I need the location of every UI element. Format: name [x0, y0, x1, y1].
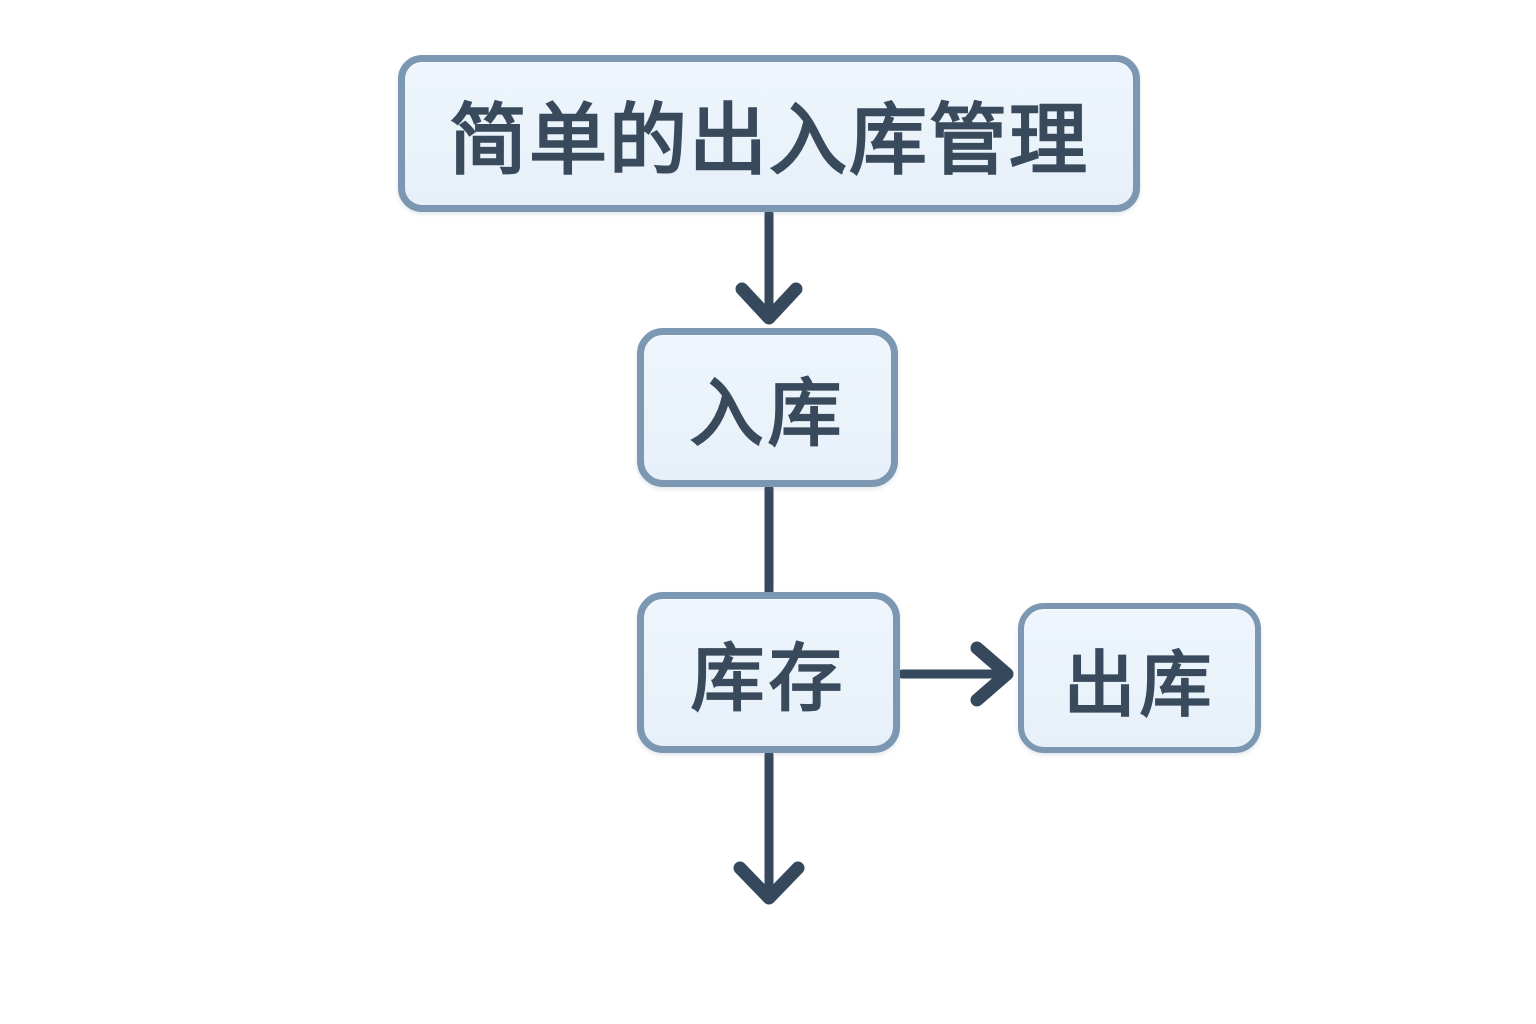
node-stock-label: 库存	[690, 636, 847, 722]
arrowhead-right-icon	[970, 641, 1014, 707]
node-outbound: 出库	[1018, 603, 1261, 753]
node-inbound: 入库	[637, 328, 898, 487]
node-title-label: 简单的出入库管理	[448, 95, 1089, 186]
node-inbound-label: 入库	[689, 371, 846, 457]
edge-stock-to-outbound	[897, 641, 1014, 707]
edge-stock-down	[733, 750, 805, 905]
arrowhead-down-icon	[735, 282, 803, 325]
node-stock: 库存	[637, 592, 900, 753]
node-outbound-label: 出库	[1063, 642, 1216, 727]
arrowhead-down-icon	[733, 861, 805, 905]
edge-title-to-inbound	[735, 209, 803, 325]
node-title: 简单的出入库管理	[398, 55, 1140, 212]
